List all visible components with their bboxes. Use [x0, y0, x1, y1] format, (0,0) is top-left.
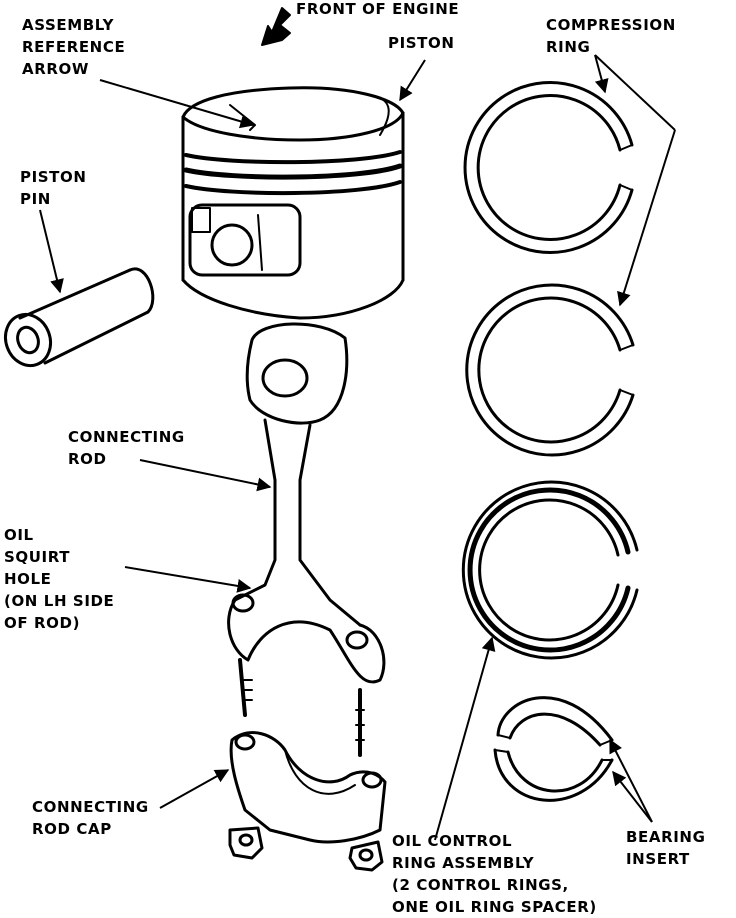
leader-piston	[399, 59, 426, 102]
label-line: COMPRESSION	[546, 16, 676, 34]
label-line: ARROW	[22, 60, 90, 78]
front-of-engine-arrow-icon	[261, 7, 291, 46]
label-connecting-rod: CONNECTING ROD	[68, 426, 185, 470]
leader-oil-control-ring	[434, 636, 496, 841]
label-line: FRONT OF ENGINE	[296, 0, 460, 18]
label-line: OIL	[4, 526, 34, 544]
label-line: OF ROD)	[4, 614, 81, 632]
label-line: OIL CONTROL	[392, 832, 513, 850]
label-front-of-engine: FRONT OF ENGINE	[296, 0, 459, 20]
label-assembly-reference-arrow: ASSEMBLY REFERENCE ARROW	[22, 14, 125, 80]
connecting-rod-cap-part	[228, 731, 387, 872]
label-line: SQUIRT	[4, 548, 71, 566]
label-line: CONNECTING	[32, 798, 149, 816]
leader-assembly-reference-arrow	[99, 79, 255, 129]
label-line: PISTON	[20, 168, 87, 186]
label-line: (2 CONTROL RINGS,	[392, 876, 569, 894]
label-piston: PISTON	[388, 32, 455, 54]
connecting-rod-part	[227, 322, 386, 757]
leader-bearing-insert-1	[609, 738, 653, 823]
compression-ring-bottom	[465, 283, 635, 457]
leader-oil-squirt-hole	[124, 566, 252, 593]
label-line: ROD CAP	[32, 820, 112, 838]
piston-pin-part	[3, 267, 155, 368]
leader-compression-ring-1	[594, 54, 609, 94]
label-oil-control-ring-assembly: OIL CONTROL RING ASSEMBLY (2 CONTROL RIN…	[392, 830, 597, 918]
oil-control-ring	[461, 480, 639, 660]
label-line: ASSEMBLY	[22, 16, 115, 34]
label-line: HOLE	[4, 570, 52, 588]
label-line: CONNECTING	[68, 428, 185, 446]
piston-part	[181, 86, 405, 320]
leader-connecting-rod	[139, 459, 272, 492]
leader-connecting-rod-cap	[159, 769, 230, 809]
label-line: RING	[546, 38, 591, 56]
leader-compression-ring-2	[594, 54, 676, 131]
label-line: PIN	[20, 190, 51, 208]
label-connecting-rod-cap: CONNECTING ROD CAP	[32, 796, 149, 840]
label-line: (ON LH SIDE	[4, 592, 115, 610]
label-oil-squirt-hole: OIL SQUIRT HOLE (ON LH SIDE OF ROD)	[4, 524, 114, 634]
label-piston-pin: PISTON PIN	[20, 166, 87, 210]
leader-piston-pin	[39, 209, 64, 294]
leader-bearing-insert-2	[612, 770, 653, 823]
compression-ring-top	[463, 81, 634, 254]
label-compression-ring: COMPRESSION RING	[546, 14, 676, 58]
label-line: ROD	[68, 450, 107, 468]
label-line: BEARING	[626, 828, 706, 846]
leader-compression-ring-3	[617, 129, 676, 307]
label-line: PISTON	[388, 34, 455, 52]
label-line: REFERENCE	[22, 38, 126, 56]
label-bearing-insert: BEARING INSERT	[626, 826, 706, 870]
label-line: RING ASSEMBLY	[392, 854, 535, 872]
label-line: ONE OIL RING SPACER)	[392, 898, 597, 916]
bearing-insert-part	[493, 696, 614, 802]
label-line: INSERT	[626, 850, 690, 868]
